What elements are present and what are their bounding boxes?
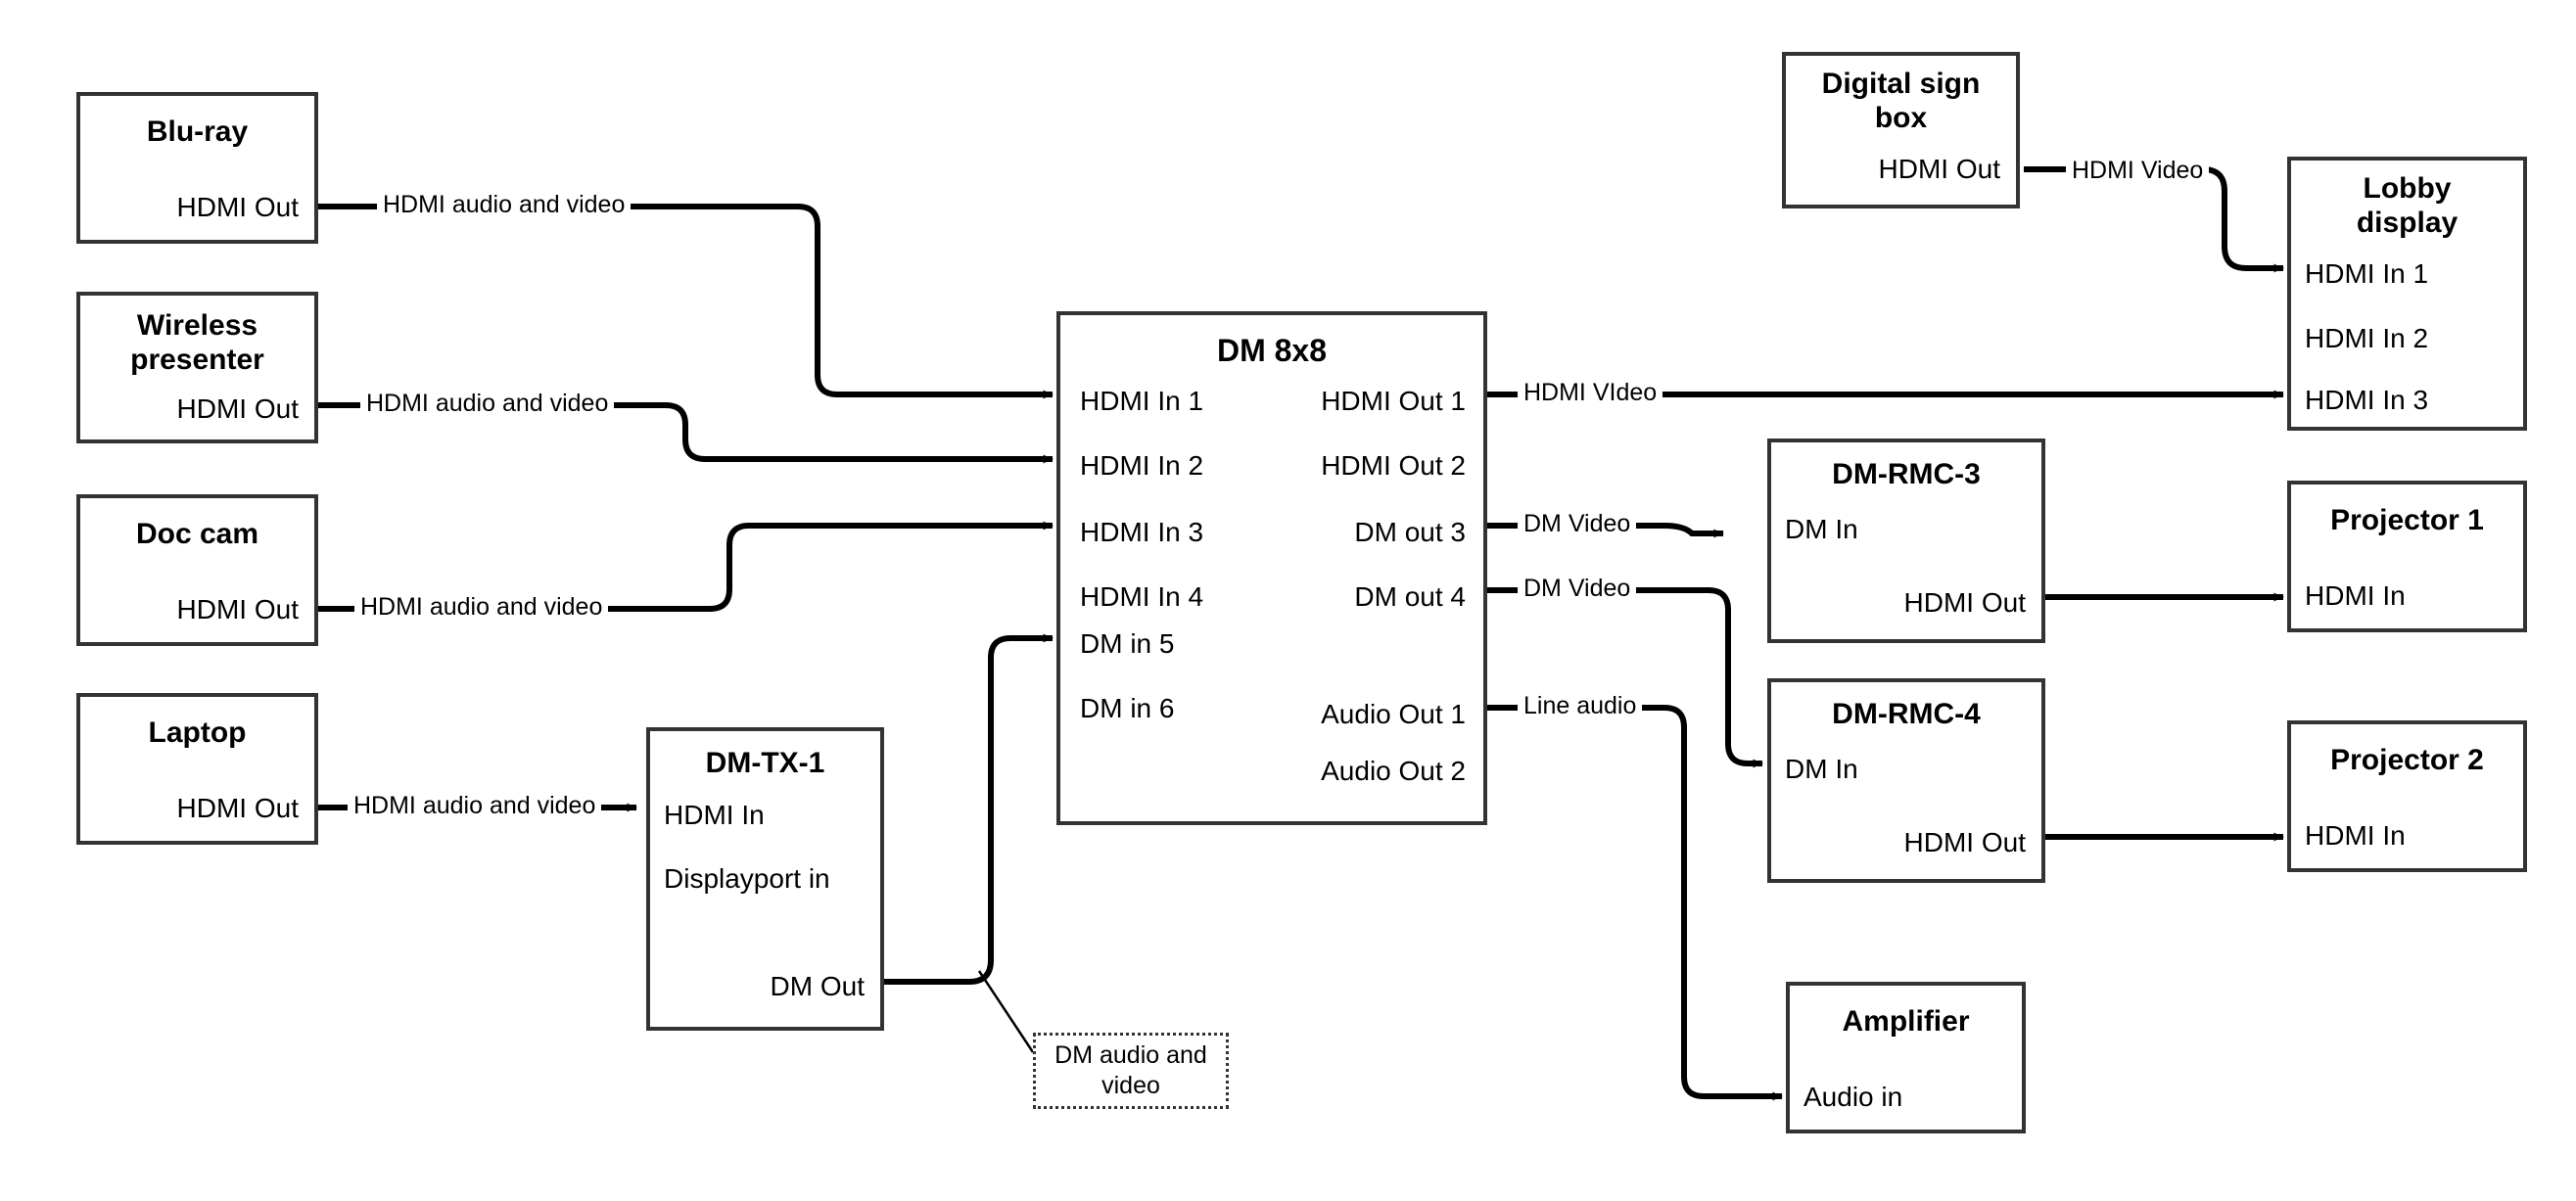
node-projector-2[interactable]: Projector 2 HDMI In bbox=[2287, 720, 2527, 872]
node-wireless-presenter-title-line1: Wireless bbox=[136, 309, 258, 342]
wire-bluray-to-dm8x8-in1 bbox=[318, 204, 1054, 399]
wire-label-dm-video-out3: DM Video bbox=[1518, 512, 1637, 536]
node-dm-8x8-title: DM 8x8 bbox=[1216, 333, 1328, 368]
wire-label-bluray: HDMI audio and video bbox=[377, 193, 632, 217]
wire-dm8x8-out4-to-dmrmc4-in bbox=[1487, 587, 1763, 768]
node-dm-rmc-3[interactable]: DM-RMC-3 DM In HDMI Out bbox=[1767, 439, 2045, 643]
node-dm-8x8-input-hdmi-in-3[interactable]: HDMI In 3 bbox=[1080, 517, 1204, 547]
node-laptop-title: Laptop bbox=[148, 716, 247, 749]
node-dm-8x8-output-audio-out-2[interactable]: Audio Out 2 bbox=[1321, 756, 1466, 786]
node-wireless-presenter[interactable]: Wireless presenter HDMI Out bbox=[76, 292, 318, 443]
wire-label-wireless: HDMI audio and video bbox=[360, 392, 615, 416]
node-lobby-display-title: Lobby display bbox=[2291, 172, 2523, 240]
node-dm-tx-1-title: DM-TX-1 bbox=[705, 747, 825, 779]
callout-dm-audio-and-video: DM audio and video bbox=[1033, 1033, 1229, 1109]
node-lobby-display-port-hdmi-in-1[interactable]: HDMI In 1 bbox=[2305, 258, 2429, 289]
node-amplifier-title: Amplifier bbox=[1842, 1005, 1970, 1038]
node-dm-8x8-output-audio-out-1[interactable]: Audio Out 1 bbox=[1321, 699, 1466, 729]
wire-label-hdmi-video-sign: HDMI Video bbox=[2066, 159, 2210, 183]
node-projector-2-title: Projector 2 bbox=[2330, 744, 2484, 776]
node-bluray-title: Blu-ray bbox=[146, 115, 249, 148]
node-lobby-display-port-hdmi-in-2[interactable]: HDMI In 2 bbox=[2305, 323, 2429, 353]
wire-label-line-audio: Line audio bbox=[1518, 694, 1643, 718]
node-dm-rmc-4-port-dm-in[interactable]: DM In bbox=[1785, 754, 1858, 784]
node-dm-8x8-output-hdmi-out-1[interactable]: HDMI Out 1 bbox=[1321, 386, 1466, 416]
node-doc-cam-title: Doc cam bbox=[135, 518, 259, 550]
node-dm-tx-1-port-hdmi-in[interactable]: HDMI In bbox=[664, 800, 765, 830]
node-projector-1-title: Projector 1 bbox=[2330, 504, 2484, 536]
wire-dmtx1-to-dm8x8-in5 bbox=[884, 633, 1054, 985]
node-dm-8x8-input-hdmi-in-2[interactable]: HDMI In 2 bbox=[1080, 450, 1204, 481]
node-projector-1-port-hdmi-in[interactable]: HDMI In bbox=[2305, 580, 2406, 611]
wire-label-hdmi-video-out1: HDMI VIdeo bbox=[1518, 381, 1663, 405]
node-wireless-presenter-port-hdmi-out[interactable]: HDMI Out bbox=[176, 393, 299, 424]
node-dm-tx-1[interactable]: DM-TX-1 HDMI In Displayport in DM Out bbox=[646, 727, 884, 1031]
node-dm-rmc-4[interactable]: DM-RMC-4 DM In HDMI Out bbox=[1767, 678, 2045, 883]
node-amplifier-port-audio-in[interactable]: Audio in bbox=[1803, 1082, 1903, 1112]
wire-label-dm-video-out4: DM Video bbox=[1518, 577, 1637, 601]
node-dm-tx-1-port-displayport-in[interactable]: Displayport in bbox=[664, 863, 830, 894]
node-laptop-port-hdmi-out[interactable]: HDMI Out bbox=[176, 793, 299, 823]
wire-digitalsign-to-lobby-in1 bbox=[2024, 166, 2284, 273]
node-dm-8x8-output-hdmi-out-2[interactable]: HDMI Out 2 bbox=[1321, 450, 1466, 481]
node-dm-8x8-input-dm-in-6[interactable]: DM in 6 bbox=[1080, 693, 1175, 723]
node-dm-8x8-input-hdmi-in-4[interactable]: HDMI In 4 bbox=[1080, 581, 1204, 612]
node-dm-rmc-3-port-dm-in[interactable]: DM In bbox=[1785, 514, 1858, 544]
node-dm-8x8-output-dm-out-4[interactable]: DM out 4 bbox=[1354, 581, 1466, 612]
node-digital-sign-box-title: Digital sign box bbox=[1786, 68, 2016, 135]
node-projector-2-port-hdmi-in[interactable]: HDMI In bbox=[2305, 820, 2406, 851]
node-lobby-display-title-line1: Lobby bbox=[2363, 172, 2452, 205]
node-digital-sign-box-title-line2: box bbox=[1874, 101, 1928, 134]
node-dm-rmc-3-port-hdmi-out[interactable]: HDMI Out bbox=[1903, 587, 2026, 618]
node-digital-sign-box-title-line1: Digital sign bbox=[1821, 68, 1981, 100]
node-amplifier[interactable]: Amplifier Audio in bbox=[1786, 982, 2026, 1133]
node-bluray[interactable]: Blu-ray HDMI Out bbox=[76, 92, 318, 244]
node-digital-sign-box[interactable]: Digital sign box HDMI Out bbox=[1782, 52, 2020, 208]
node-dm-rmc-4-port-hdmi-out[interactable]: HDMI Out bbox=[1903, 827, 2026, 857]
wire-dm8x8-audioout1-to-amplifier bbox=[1487, 705, 1783, 1101]
node-lobby-display-title-line2: display bbox=[2356, 206, 2459, 239]
node-dm-tx-1-port-dm-out[interactable]: DM Out bbox=[770, 971, 865, 1001]
wire-label-laptop: HDMI audio and video bbox=[348, 794, 602, 818]
node-projector-1[interactable]: Projector 1 HDMI In bbox=[2287, 481, 2527, 632]
node-lobby-display[interactable]: Lobby display HDMI In 1 HDMI In 2 HDMI I… bbox=[2287, 157, 2527, 431]
node-digital-sign-box-port-hdmi-out[interactable]: HDMI Out bbox=[1878, 154, 2000, 184]
node-dm-8x8-input-hdmi-in-1[interactable]: HDMI In 1 bbox=[1080, 386, 1204, 416]
node-doc-cam[interactable]: Doc cam HDMI Out bbox=[76, 494, 318, 646]
wire-label-doccam: HDMI audio and video bbox=[354, 595, 609, 620]
node-dm-8x8-output-dm-out-3[interactable]: DM out 3 bbox=[1354, 517, 1466, 547]
node-wireless-presenter-title-line2: presenter bbox=[130, 343, 264, 376]
leader-line-dm-callout bbox=[977, 970, 1035, 1053]
node-lobby-display-port-hdmi-in-3[interactable]: HDMI In 3 bbox=[2305, 385, 2429, 415]
node-dm-8x8-input-dm-in-5[interactable]: DM in 5 bbox=[1080, 628, 1175, 659]
node-laptop[interactable]: Laptop HDMI Out bbox=[76, 693, 318, 845]
node-dm-rmc-4-title: DM-RMC-4 bbox=[1832, 698, 1981, 730]
node-wireless-presenter-title: Wireless presenter bbox=[80, 309, 314, 377]
node-dm-rmc-3-title: DM-RMC-3 bbox=[1832, 458, 1981, 490]
node-bluray-port-hdmi-out[interactable]: HDMI Out bbox=[176, 192, 299, 222]
node-dm-8x8[interactable]: DM 8x8 HDMI In 1 HDMI In 2 HDMI In 3 HDM… bbox=[1056, 311, 1487, 825]
node-doc-cam-port-hdmi-out[interactable]: HDMI Out bbox=[176, 594, 299, 624]
